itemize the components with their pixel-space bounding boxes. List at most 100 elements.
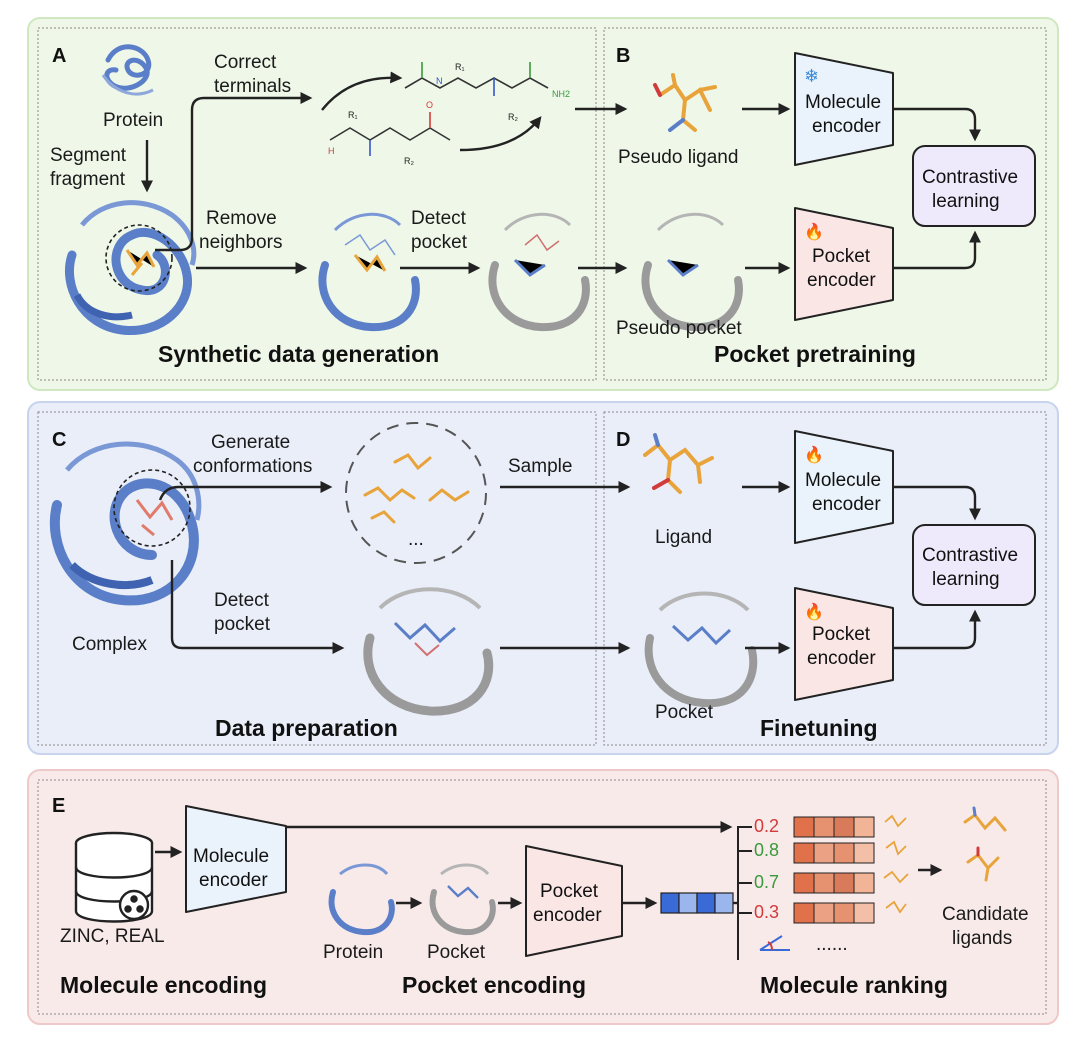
candidate-ligands-structures [963,806,1007,882]
protein-label-e: Protein [323,942,383,963]
pocket-encoder-b-label-2: encoder [807,270,876,291]
panel-c-letter: C [52,429,66,451]
score-1: 0.2 [754,816,779,836]
segment-label-2: fragment [50,169,126,190]
ligand-label: Ligand [655,527,712,548]
chem-h: H [328,146,335,156]
pocket-label-d: Pocket [655,702,714,723]
molecule-embedding-1 [793,816,875,838]
mol-encoder-e-label-1: Molecule [193,846,269,867]
contrastive-b-label-1: Contrastive [922,167,1018,188]
score-2: 0.8 [754,840,779,860]
panel-c-frame [37,411,597,746]
molecule-encoder-e [185,805,287,913]
pocket-encoder-d-label-2: encoder [807,648,876,669]
molecule-embedding-4 [793,902,875,924]
segment-label-1: Segment [50,145,127,166]
panel-a-frame [37,27,597,381]
generate-conformations-arrow [158,481,333,501]
conformations-circle [345,422,487,564]
molecule-embedding-3 [793,872,875,894]
mol-encoder-e-label-2: encoder [199,870,268,891]
panel-d-letter: D [616,429,630,451]
contrastive-learning-b [912,145,1036,227]
complex-label: Complex [72,634,147,655]
remove-label-1: Remove [206,208,277,229]
flame-icon: 🔥 [804,445,824,464]
pocket-encoder-b [794,207,894,321]
pseudo-pocket-label: Pseudo pocket [616,318,742,339]
correct-label-2: terminals [214,76,291,97]
complex-pocket-detected [363,587,494,716]
protein-pocket-detected [488,212,590,332]
panel-c-title: Data preparation [215,715,398,741]
chem-curve-top-arrow [321,71,403,111]
protein-structure-large [64,200,197,336]
sample-label: Sample [508,456,572,477]
score-3: 0.7 [754,872,779,892]
detect-label-1-a: Detect [411,208,467,229]
pocket-encoder-d-label-1: Pocket [812,624,871,645]
generate-label-2: conformations [193,456,312,477]
mol-enc-to-contrastive-d [893,485,981,521]
remove-label-2: neighbors [199,232,282,253]
protein-label: Protein [103,110,163,131]
panel-a-letter: A [52,45,66,67]
panel-d-frame [603,411,1047,746]
panel-e-letter: E [52,795,65,817]
panel-b-frame [603,27,1047,381]
mol-encoder-b-label-2: encoder [812,116,881,137]
mol-encoder-d-label-2: encoder [812,494,881,515]
pocket-encoder-e-label-1: Pocket [540,881,599,902]
flame-icon: 🔥 [804,602,824,621]
pocket-label-e: Pocket [427,942,486,963]
mol-encoder-d-label-1: Molecule [805,470,881,491]
contrastive-d-label-2: learning [932,569,1000,590]
generate-label-1: Generate [211,432,290,453]
panel-e-title-ranking: Molecule ranking [760,972,948,998]
pseudo-pocket-structure [641,212,743,332]
database-label: ZINC, REAL [60,926,165,947]
pocket-encoder-e-label-2: encoder [533,905,602,926]
chem-r2-top: R₂ [508,112,518,122]
candidate-label-1: Candidate [942,904,1029,925]
detect-label-2-a: pocket [411,232,468,253]
ligand-structure [643,433,714,494]
candidate-label-2: ligands [952,928,1012,949]
pocket-enc-to-contrastive-d [893,609,981,650]
pseudo-ligand-label: Pseudo ligand [618,147,738,168]
panel-e-title-molecule: Molecule encoding [60,972,267,998]
mol-encoder-b-label-1: Molecule [805,92,881,113]
chem-nh2: NH2 [552,89,570,99]
score-4: 0.3 [754,902,779,922]
chem-curve-bottom-arrow [459,116,542,152]
panel-b-letter: B [616,45,630,67]
pocket-structure-d [644,591,758,708]
protein-structure-small [101,44,154,96]
detect-pocket-arrow-c [170,560,345,654]
panel-b-title: Pocket pretraining [714,341,916,367]
panel-a-title: Synthetic data generation [158,341,439,367]
contrastive-d-label-1: Contrastive [922,545,1018,566]
chem-r1-top: R₁ [455,62,465,72]
detect-label-2-c: pocket [214,614,271,635]
chem-o: O [426,100,433,110]
complex-structure [49,441,202,606]
pocket-enc-to-contrastive-b [893,230,981,270]
protein-pocket-highlight [318,212,420,332]
contrastive-b-label-2: learning [932,191,1000,212]
mol-enc-to-contrastive-b [893,107,981,142]
pocket-encoder-b-label-1: Pocket [812,246,871,267]
pocket-structure-e [429,863,496,936]
protein-structure-e [328,863,395,936]
chem-r2-bottom: R₂ [404,156,414,166]
correct-terminals-arrow [155,92,313,252]
peptide-fragment-structure: R₁ H R₂ O [328,100,451,166]
more-rows-ellipsis: ...... [816,934,848,955]
row-ab-background [27,17,1059,391]
detect-label-1-c: Detect [214,590,270,611]
chem-r1-bottom: R₁ [348,110,358,120]
pocket-encoder-d [794,587,894,701]
peptide-corrected-structure: R₁ N R₂ NH2 [404,62,570,122]
